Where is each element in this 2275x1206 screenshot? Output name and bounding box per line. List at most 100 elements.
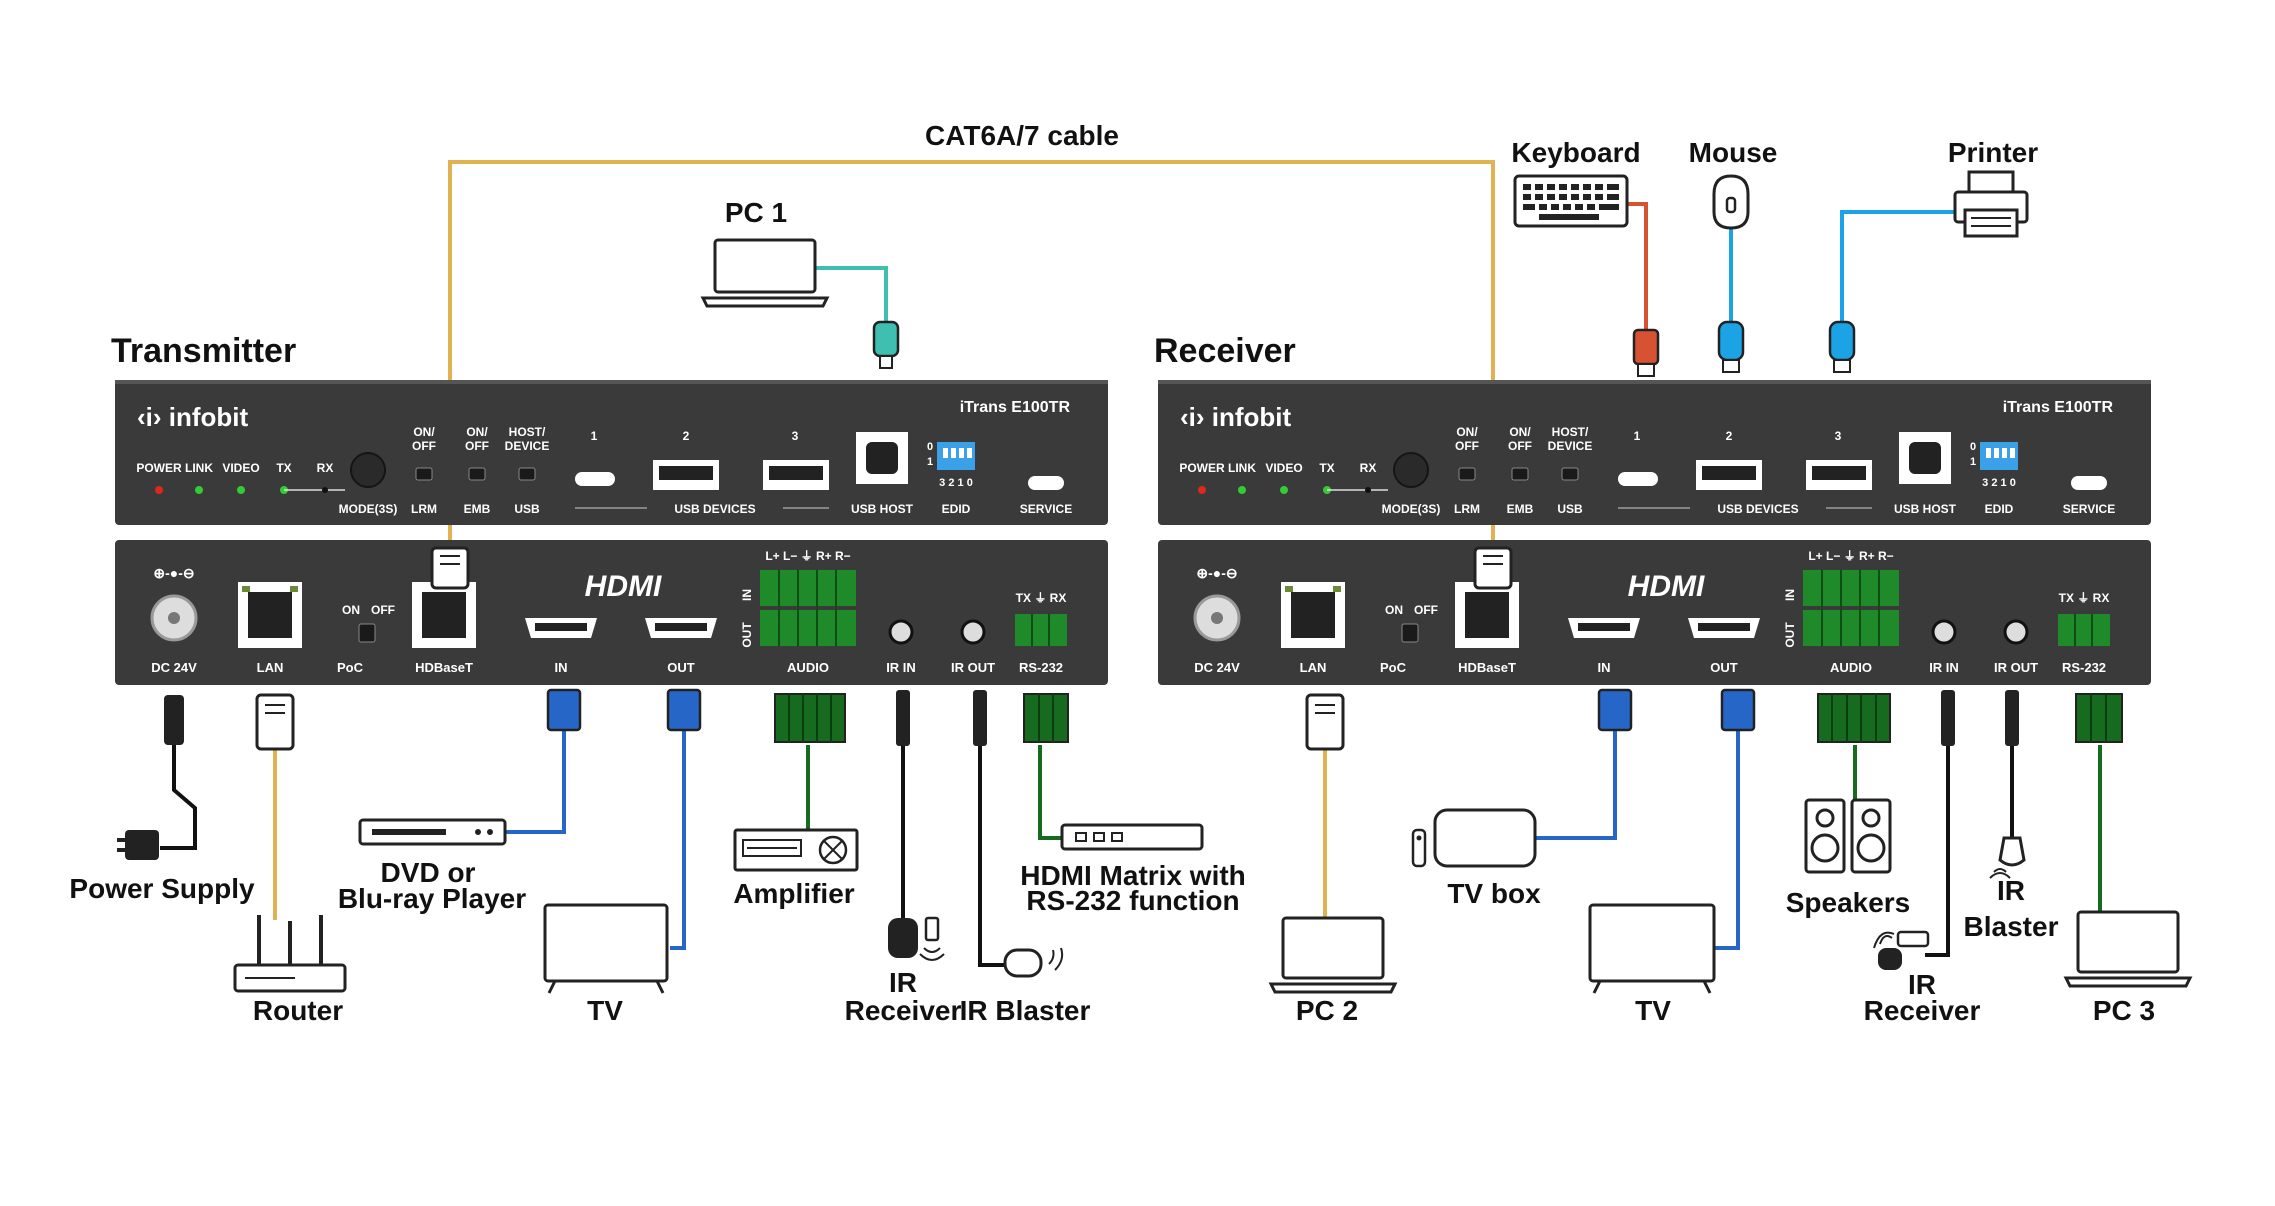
led-label: VIDEO: [222, 461, 259, 475]
rear-port-label: OUT: [667, 660, 695, 675]
rear-port-label: IR OUT: [1994, 660, 2038, 675]
ir-out-jack: [960, 619, 986, 645]
usb-host-label: USB HOST: [1894, 502, 1957, 516]
service-port: [2071, 476, 2107, 490]
rs232-pin-labels: TX ⏚ RX: [1016, 591, 1067, 605]
led-label: VIDEO: [1265, 461, 1302, 475]
router-icon: [233, 915, 347, 993]
hdmi-plug-icon: [666, 688, 702, 732]
dip-toggle: [967, 448, 972, 458]
laptop-icon: [1268, 916, 1398, 994]
usb-port-number: 1: [1634, 429, 1641, 443]
hdmi-out-slot: [655, 623, 707, 631]
model-name: iTrans E100TR: [960, 399, 1071, 416]
edid-digits: 3 2 1 0: [939, 477, 973, 489]
laptop-icon: [2063, 910, 2193, 988]
rear-port-label: AUDIO: [1830, 660, 1872, 675]
audio-in-terminal: [760, 570, 856, 606]
router-label: Router: [253, 995, 343, 1026]
poc-on-label: ON: [342, 603, 360, 617]
usb-c-port: [575, 472, 615, 486]
model-name: iTrans E100TR: [2003, 399, 2114, 416]
tv-box-icon: [1411, 808, 1537, 868]
led-label: LINK: [185, 461, 213, 475]
audio-in-terminal: [1803, 570, 1899, 606]
printer-label: Printer: [1948, 137, 2038, 168]
dc-jack-center: [168, 612, 180, 624]
ir-receiver-label-line2: Receiver: [845, 995, 962, 1026]
dvd-hdmi-cable: [505, 730, 566, 834]
dc-jack-center: [1211, 612, 1223, 624]
rear-port-label: LAN: [257, 660, 284, 675]
switch-label: OFF: [465, 439, 489, 453]
ir-blaster-label: IR Blaster: [960, 995, 1091, 1026]
power-supply-label: Power Supply: [69, 873, 255, 904]
usb-a-plug-icon: [1828, 320, 1856, 373]
led-label: POWER: [1179, 461, 1225, 475]
service-label: SERVICE: [1020, 502, 1072, 516]
brand-logo: ‹i› infobit: [1180, 402, 1292, 432]
rs232-terminal: [1015, 614, 1067, 646]
power-adapter-icon: [117, 830, 159, 860]
hdmi-in-slot: [535, 623, 587, 631]
rs232-terminal-plug-icon: [1023, 693, 1069, 743]
rear-port-label: PoC: [1380, 660, 1407, 675]
hdmi-matrix-icon: [1060, 823, 1204, 851]
switch-label: OFF: [1455, 439, 1479, 453]
amplifier-label: Amplifier: [733, 878, 854, 909]
toggle-switch: [1458, 467, 1476, 481]
lan-led: [1285, 586, 1293, 592]
usb-port-number: 3: [1835, 429, 1842, 443]
switch-name: EMB: [464, 502, 491, 516]
cat-cable: [448, 160, 1495, 565]
mouse-icon: [1712, 174, 1750, 230]
toggle-switch: [415, 467, 433, 481]
dvd-label-line2: Blu-ray Player: [338, 883, 526, 914]
brand-logo: ‹i› infobit: [137, 402, 249, 432]
switch-name: LRM: [1454, 502, 1480, 516]
mode-label: MODE(3S): [1382, 502, 1441, 516]
rear-port-label: AUDIO: [787, 660, 829, 675]
led-indicator: [195, 486, 203, 494]
audio-terminal-plug-icon: [1817, 693, 1891, 743]
rx-ir-receiver-cable: [1925, 745, 1950, 957]
dc-plug-icon: [164, 695, 184, 745]
rear-panel-body: [115, 540, 1108, 685]
usb-b-port-slot: [866, 442, 898, 474]
usb-a-plug-icon: [1632, 328, 1660, 377]
audio-out-terminal: [1803, 610, 1899, 646]
hdmi-logo: HDMI: [1628, 570, 1705, 603]
hdmi-logo: HDMI: [585, 570, 662, 603]
rear-port-label: RS-232: [1019, 660, 1063, 675]
lan-port-socket: [248, 592, 292, 638]
poc-on-label: ON: [1385, 603, 1403, 617]
hdmi-plug-icon: [1597, 688, 1633, 732]
dc-polarity-symbol: ⊕-●-⊖: [1196, 565, 1237, 581]
rear-port-label: DC 24V: [151, 660, 197, 675]
printer-usb-cable: [1840, 210, 1956, 330]
switch-name: USB: [514, 502, 540, 516]
mouse-label: Mouse: [1689, 137, 1778, 168]
switch-name: LRM: [411, 502, 437, 516]
rx-led: [1365, 487, 1371, 493]
poc-off-label: OFF: [371, 603, 395, 617]
usb-devices-label: USB DEVICES: [1717, 502, 1798, 516]
dip-toggle: [2010, 448, 2015, 458]
edid-side-label: 1: [927, 456, 933, 468]
rx-tv-label: TV: [1635, 995, 1671, 1026]
lan-led: [242, 586, 250, 592]
dip-toggle: [1994, 448, 1999, 458]
usb-host-label: USB HOST: [851, 502, 914, 516]
front-panel-body: [1158, 380, 2151, 525]
usb-a-port-slot: [659, 466, 713, 480]
rear-port-label: IR IN: [1929, 660, 1959, 675]
audio-in-label: IN: [1783, 589, 1797, 601]
rs232-terminal: [2058, 614, 2110, 646]
mode-label: MODE(3S): [339, 502, 398, 516]
rear-port-label: LAN: [1300, 660, 1327, 675]
mode-button: [1393, 452, 1429, 488]
